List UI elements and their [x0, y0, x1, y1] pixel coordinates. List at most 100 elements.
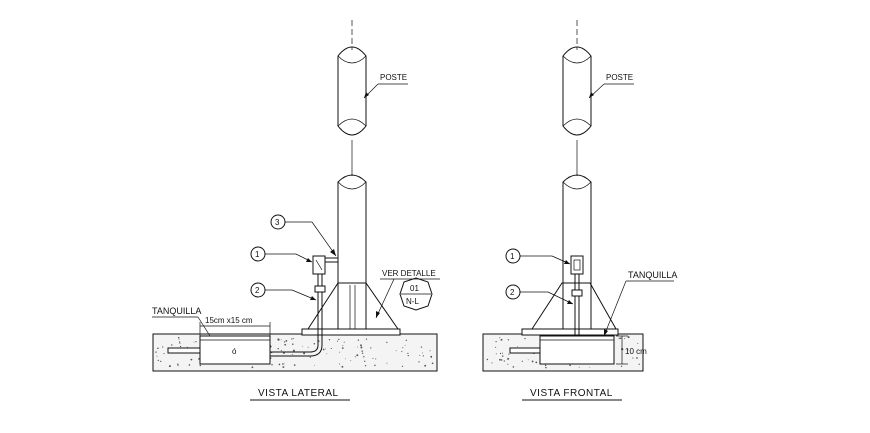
concrete-speck: [293, 349, 295, 352]
concrete-speck: [339, 363, 341, 365]
concrete-speck: [499, 337, 501, 339]
callout-1-text-left: 1: [255, 250, 260, 259]
concrete-speck: [495, 340, 497, 343]
concrete-speck: [328, 339, 331, 341]
concrete-speck: [506, 358, 508, 360]
ver-detalle-label: VER DETALLE: [382, 269, 436, 278]
concrete-speck: [486, 358, 489, 361]
concrete-speck: [544, 364, 547, 367]
concrete-speck: [198, 358, 200, 360]
concrete-speck: [291, 338, 293, 340]
depth-label: 10 cm: [625, 347, 647, 356]
tanquilla-label-left: TANQUILLA: [152, 306, 201, 316]
concrete-speck: [292, 343, 294, 345]
tanquilla-leader-right: [603, 280, 627, 337]
concrete-speck: [341, 347, 344, 349]
concrete-speck: [386, 341, 388, 344]
concrete-speck: [361, 350, 363, 352]
concrete-speck: [341, 365, 344, 368]
concrete-speck: [512, 366, 515, 368]
concrete-speck: [292, 338, 294, 340]
concrete-speck: [177, 336, 180, 339]
concrete-speck: [619, 337, 622, 340]
concrete-speck: [293, 364, 296, 366]
concrete-speck: [314, 364, 315, 366]
concrete-speck: [179, 345, 182, 348]
concrete-speck: [404, 344, 406, 346]
callout-2-arrow-right: [567, 300, 573, 304]
poste-label-left: POSTE: [380, 73, 407, 82]
concrete-speck: [431, 362, 434, 365]
concrete-speck: [190, 358, 193, 361]
concrete-speck: [291, 353, 293, 355]
base-plate-right: [521, 328, 619, 336]
concrete-speck: [354, 356, 356, 358]
concrete-speck: [589, 366, 591, 368]
concrete-speck: [283, 341, 286, 343]
concrete-speck: [620, 365, 623, 367]
concrete-speck: [618, 337, 620, 339]
callout-1-text-right: 1: [510, 252, 515, 261]
detail-bubble-top: 01: [410, 284, 419, 293]
concrete-speck: [350, 360, 352, 362]
concrete-speck: [313, 342, 316, 345]
concrete-speck: [374, 364, 376, 367]
concrete-speck: [627, 336, 630, 339]
concrete-speck: [407, 352, 409, 355]
concrete-speck: [188, 364, 191, 366]
concrete-speck: [407, 354, 409, 357]
concrete-speck: [360, 344, 362, 347]
concrete-speck: [155, 351, 157, 353]
pole-upper-cap-right: [562, 55, 592, 64]
concrete-speck: [386, 362, 388, 364]
concrete-speck: [178, 341, 181, 343]
base-bracing-left: [307, 282, 399, 330]
concrete-speck: [422, 352, 424, 354]
coupling-right: [571, 289, 583, 297]
concrete-speck: [632, 357, 634, 359]
concrete-speck: [285, 340, 288, 342]
concrete-speck: [157, 359, 159, 362]
pole-lower-cap-left: [337, 181, 367, 190]
callout-3-leader: [311, 221, 337, 257]
base-plate-left: [301, 328, 401, 336]
concrete-speck: [429, 350, 431, 352]
concrete-speck: [422, 355, 424, 357]
concrete-speck: [160, 360, 162, 363]
conduit-elbow-left-b: [270, 344, 323, 357]
concrete-speck: [302, 346, 304, 348]
concrete-speck: [303, 352, 306, 355]
concrete-speck: [345, 358, 346, 360]
concrete-speck: [280, 339, 282, 341]
concrete-speck: [508, 353, 510, 355]
concrete-speck: [193, 341, 195, 343]
pole-upper-break-right: [562, 118, 592, 127]
pole-upper-cap-left: [337, 55, 367, 64]
callout-2-text-right: 2: [510, 288, 515, 297]
concrete-speck: [500, 359, 503, 361]
concrete-speck: [357, 339, 360, 341]
dimension-label-left: 15cm x15 cm: [205, 316, 253, 325]
tanquilla-box-left: [199, 335, 271, 365]
concrete-speck: [420, 346, 423, 348]
concrete-speck: [282, 363, 284, 365]
concrete-speck: [156, 355, 158, 357]
concrete-speck: [401, 365, 404, 368]
concrete-speck: [418, 361, 420, 363]
concrete-speck: [157, 347, 159, 349]
ver-detalle-arrow: [376, 311, 380, 318]
tanquilla-box-right: [539, 335, 615, 365]
concrete-speck: [338, 338, 340, 341]
concrete-speck: [330, 347, 332, 350]
callout-3-arrow: [330, 249, 336, 256]
concrete-speck: [535, 361, 538, 364]
concrete-speck: [517, 345, 519, 347]
concrete-speck: [325, 348, 327, 350]
concrete-speck: [177, 365, 179, 367]
pole-upper-right: [562, 46, 592, 136]
concrete-speck: [363, 356, 365, 358]
concrete-speck: [271, 363, 273, 366]
poste-label-right: POSTE: [606, 73, 633, 82]
concrete-speck: [278, 363, 281, 366]
concrete-speck: [177, 363, 179, 365]
